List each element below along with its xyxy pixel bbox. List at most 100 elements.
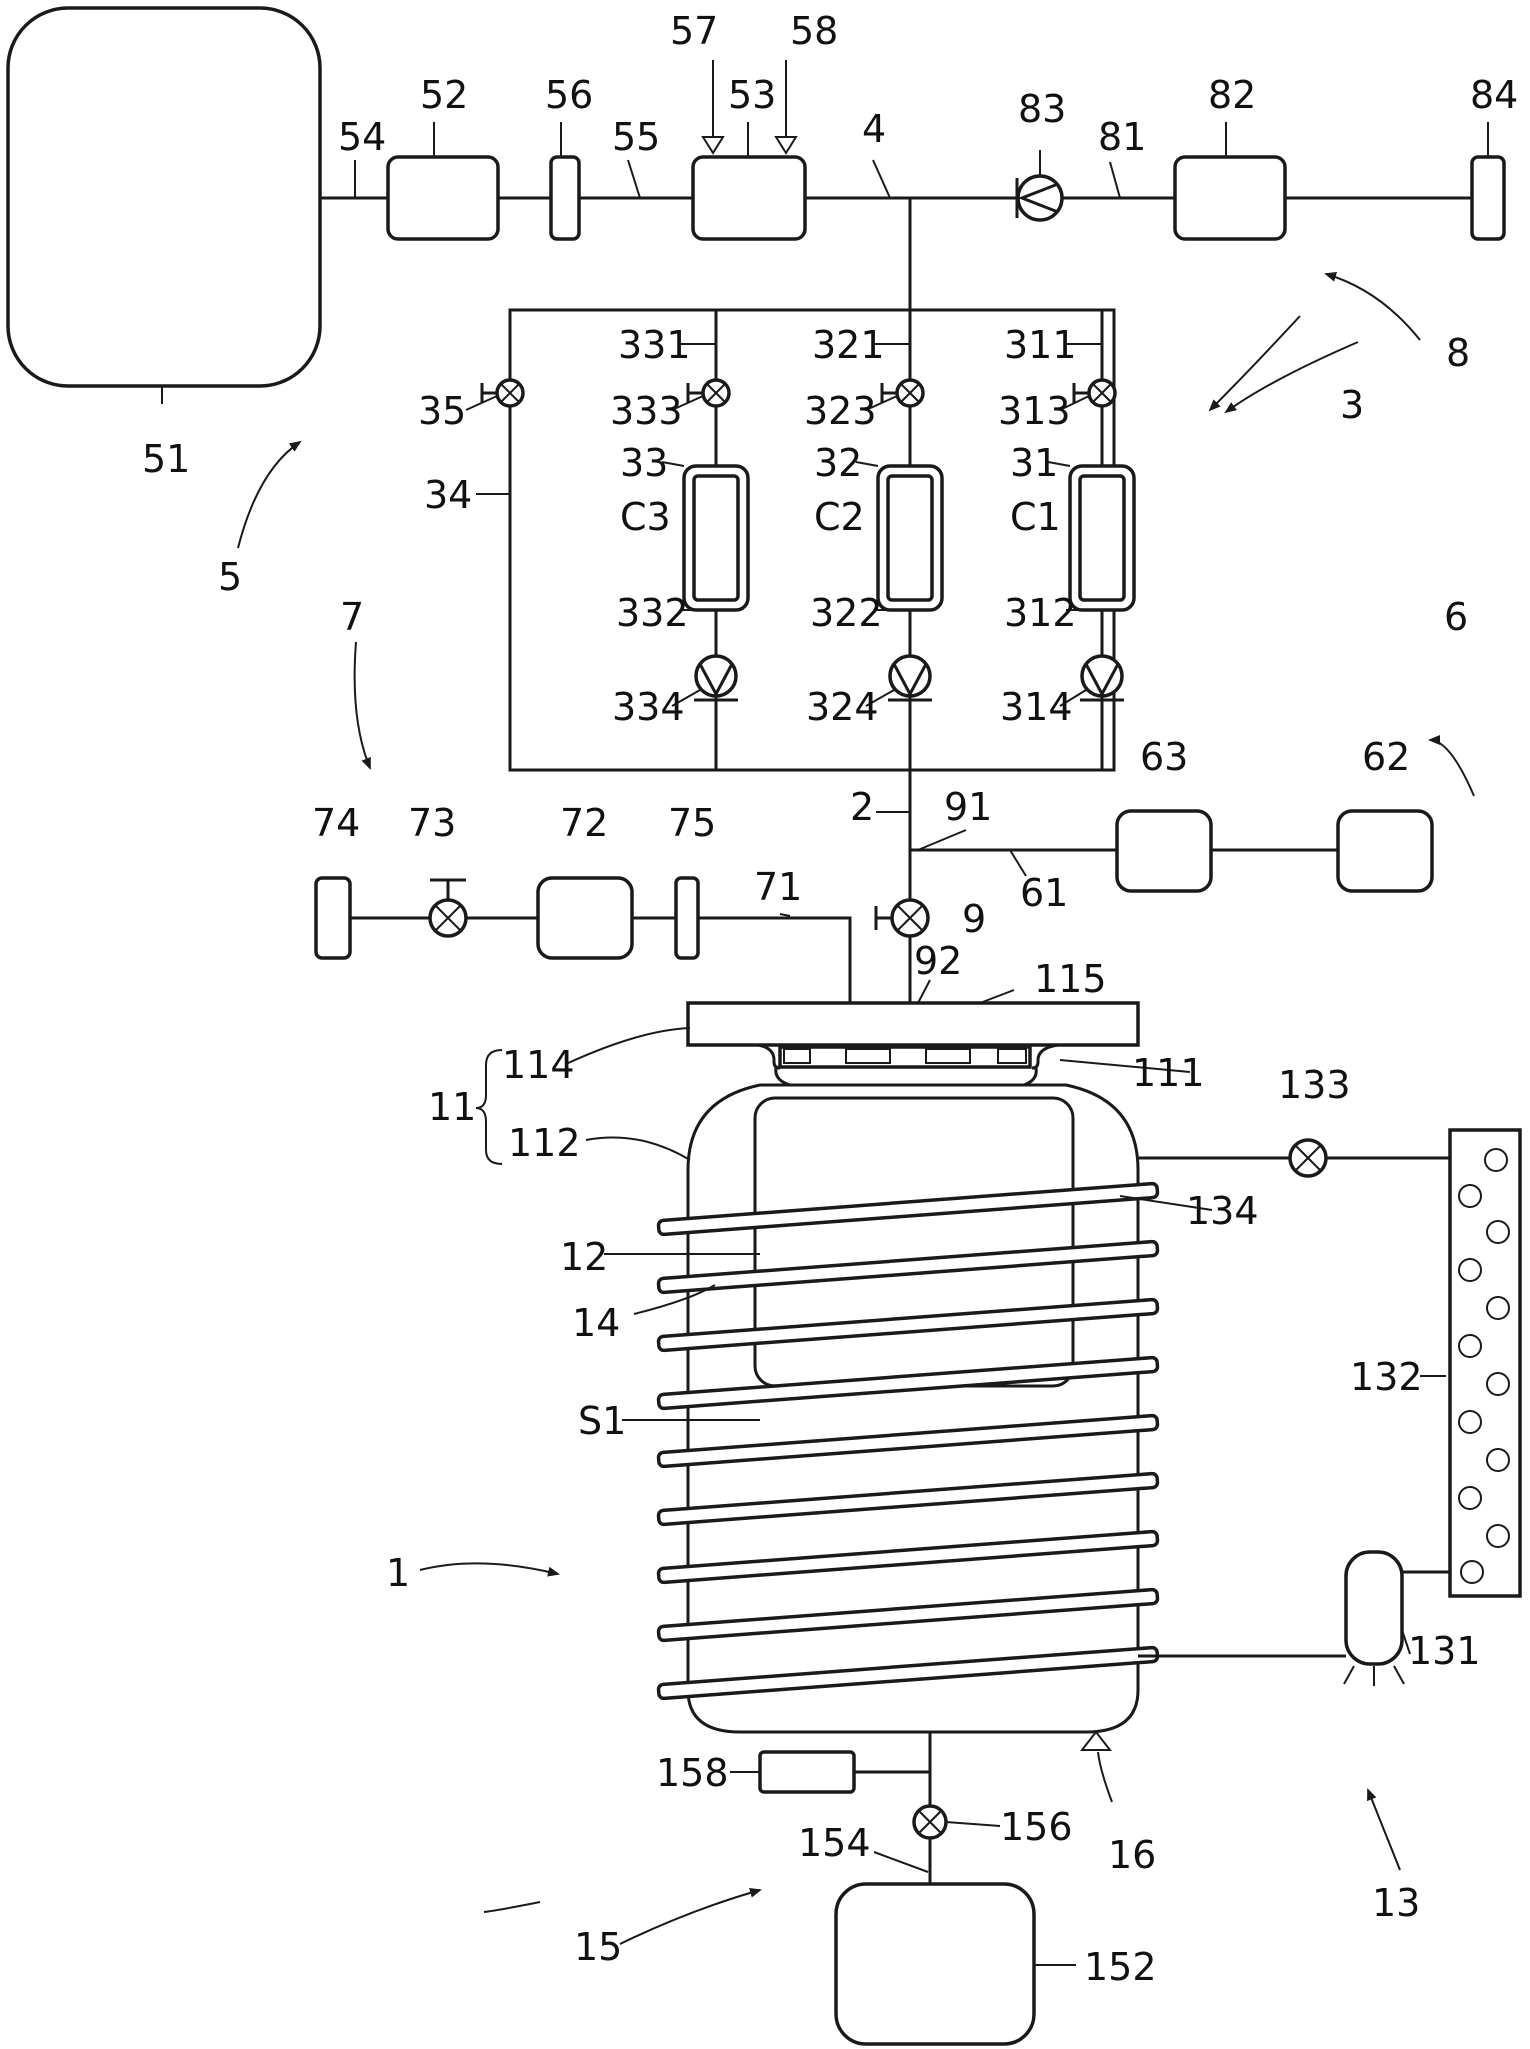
label-31: 31 [1010, 441, 1058, 485]
label-133: 133 [1278, 1063, 1351, 1107]
label-13: 13 [1372, 1881, 1420, 1925]
label-62: 62 [1362, 735, 1410, 779]
label-63: 63 [1140, 735, 1188, 779]
label-131: 131 [1408, 1629, 1481, 1673]
label-S1: S1 [578, 1399, 626, 1443]
label-8: 8 [1446, 331, 1470, 375]
label-115: 115 [1034, 957, 1107, 1001]
unit-52 [388, 157, 498, 239]
label-114: 114 [502, 1043, 575, 1087]
label-15: 15 [574, 1925, 622, 1969]
tank-152 [836, 1884, 1034, 2044]
check-valve-334 [694, 656, 738, 700]
label-112: 112 [508, 1121, 581, 1165]
label-55: 55 [612, 115, 660, 159]
label-81: 81 [1098, 115, 1146, 159]
label-154: 154 [798, 1821, 871, 1865]
label-152: 152 [1084, 1945, 1157, 1989]
valve-73 [430, 880, 466, 936]
label-74: 74 [312, 801, 360, 845]
label-6: 6 [1444, 595, 1468, 639]
filter-75 [676, 878, 698, 958]
valve-333 [688, 380, 729, 406]
label-1: 1 [386, 1551, 410, 1595]
unit-53 [693, 157, 805, 239]
label-5: 5 [218, 555, 242, 599]
cartridge-31 [1070, 466, 1134, 610]
label-53: 53 [728, 73, 776, 117]
label-314: 314 [1000, 685, 1073, 729]
label-61: 61 [1020, 871, 1068, 915]
unit-158 [760, 1752, 854, 1792]
label-75: 75 [668, 801, 716, 845]
cartridge-33 [684, 466, 748, 610]
label-4: 4 [862, 107, 886, 151]
tank-51 [8, 8, 320, 386]
label-33: 33 [620, 441, 668, 485]
label-C2: C2 [814, 495, 865, 539]
pump-131 [1346, 1552, 1402, 1664]
label-14: 14 [572, 1301, 620, 1345]
check-valve-324 [888, 656, 932, 700]
label-58: 58 [790, 9, 838, 53]
label-82: 82 [1208, 73, 1256, 117]
label-156: 156 [1000, 1805, 1073, 1849]
filter-56 [551, 157, 579, 239]
top-supply-line [8, 8, 1504, 386]
cartridge-32 [878, 466, 942, 610]
valve-156 [914, 1806, 946, 1838]
label-56: 56 [545, 73, 593, 117]
discharge-15 [760, 1732, 1034, 2044]
label-332: 332 [616, 591, 689, 635]
unit-82 [1175, 157, 1285, 239]
valve-35 [482, 380, 523, 406]
label-9: 9 [962, 897, 986, 941]
label-71: 71 [754, 865, 802, 909]
label-73: 73 [408, 801, 456, 845]
label-311: 311 [1004, 323, 1077, 367]
sensor-16 [1082, 1732, 1110, 1750]
label-313: 313 [998, 389, 1071, 433]
label-C3: C3 [620, 495, 671, 539]
unit-84 [1472, 157, 1504, 239]
label-52: 52 [420, 73, 468, 117]
label-12: 12 [560, 1235, 608, 1279]
valve-9 [876, 900, 928, 936]
label-322: 322 [810, 591, 883, 635]
label-2: 2 [850, 785, 874, 829]
valve-133 [1290, 1140, 1326, 1176]
unit-72 [538, 878, 632, 958]
unit-74 [316, 878, 350, 958]
label-3: 3 [1340, 383, 1364, 427]
label-312: 312 [1004, 591, 1077, 635]
reference-labels: 51 52 53 54 55 56 57 58 4 83 81 82 84 8 … [142, 9, 1518, 1989]
check-valve-314 [1080, 656, 1124, 700]
label-7: 7 [340, 595, 364, 639]
reactor [658, 1003, 1158, 1750]
label-134: 134 [1186, 1189, 1259, 1233]
label-54: 54 [338, 115, 386, 159]
valve-323 [882, 380, 923, 406]
label-34: 34 [424, 473, 472, 517]
label-35: 35 [418, 389, 466, 433]
label-158: 158 [656, 1751, 729, 1795]
bracket-11 [476, 1050, 502, 1164]
label-92: 92 [914, 939, 962, 983]
label-16: 16 [1108, 1833, 1156, 1877]
label-333: 333 [610, 389, 683, 433]
sensor-58 [776, 137, 796, 153]
valve-313 [1074, 380, 1115, 406]
label-132: 132 [1350, 1355, 1423, 1399]
label-11: 11 [428, 1085, 476, 1129]
label-331: 331 [618, 323, 691, 367]
label-72: 72 [560, 801, 608, 845]
label-334: 334 [612, 685, 685, 729]
check-valve-83 [1017, 176, 1062, 220]
label-321: 321 [812, 323, 885, 367]
unit-63 [1117, 811, 1211, 891]
label-323: 323 [804, 389, 877, 433]
label-84: 84 [1470, 73, 1518, 117]
label-111: 111 [1132, 1051, 1205, 1095]
label-C1: C1 [1010, 495, 1061, 539]
